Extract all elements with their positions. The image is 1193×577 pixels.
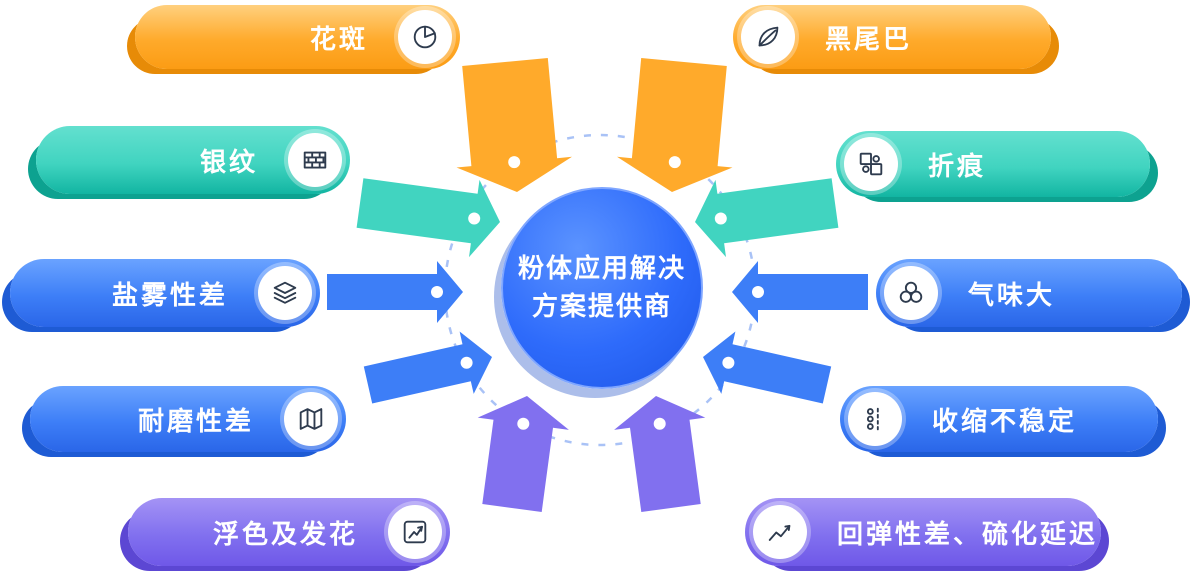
- arrow-blue-6: [363, 331, 492, 404]
- pill-label: 收缩不稳定: [932, 405, 1078, 436]
- shrink-icon: [848, 392, 902, 446]
- circles-icon: [884, 266, 938, 320]
- chart-icon: [753, 505, 807, 559]
- arrow-blue-4: [327, 261, 463, 323]
- pill-yanwu: 盐雾性差: [10, 259, 320, 327]
- pill-label: 折痕: [928, 150, 987, 181]
- arrow-node-dot: [653, 417, 666, 430]
- pill-naimo: 耐磨性差: [30, 386, 346, 452]
- pill-label: 花斑: [309, 23, 368, 54]
- arrow-node-dot: [714, 212, 727, 225]
- center-title-line1: 粉体应用解决: [517, 253, 686, 284]
- pill-label: 黑尾巴: [825, 23, 913, 54]
- arrow-node-dot: [722, 356, 735, 369]
- pie-chart-icon: [398, 10, 452, 64]
- arrow-purple-8: [477, 396, 569, 512]
- center-node: 粉体应用解决 方案提供商: [501, 187, 703, 389]
- arrow-node-dot: [752, 286, 764, 298]
- arrow-blue-5: [732, 261, 868, 323]
- pill-label: 浮色及发花: [212, 518, 358, 549]
- pill-zhehen: 折痕: [836, 131, 1150, 197]
- layers-icon: [258, 266, 312, 320]
- arrow-teal-2: [356, 178, 500, 258]
- arrow-purple-9: [614, 396, 706, 512]
- pill-heiweiba: 黑尾巴: [733, 5, 1051, 69]
- pill-label: 盐雾性差: [111, 279, 228, 310]
- trend-icon: [388, 505, 442, 559]
- center-title-line2: 方案提供商: [531, 291, 672, 321]
- map-icon: [284, 392, 338, 446]
- puzzle-icon: [844, 137, 898, 191]
- arrow-node-dot: [668, 156, 681, 169]
- pill-fuse: 浮色及发花: [128, 498, 450, 566]
- arrow-node-dot: [460, 356, 473, 369]
- arrow-node-dot: [431, 286, 443, 298]
- pill-label: 银纹: [199, 146, 258, 177]
- pill-label: 耐磨性差: [137, 405, 254, 436]
- arrow-node-dot: [517, 417, 530, 430]
- pill-label: 回弹性差、硫化延迟: [837, 518, 1099, 549]
- arrow-blue-7: [703, 331, 832, 404]
- pill-huitan: 回弹性差、硫化延迟: [745, 498, 1101, 566]
- bricks-icon: [288, 133, 342, 187]
- pill-huaban: 花斑: [135, 5, 460, 69]
- pill-label: 气味大: [968, 279, 1056, 310]
- pill-qiwei: 气味大: [876, 259, 1182, 327]
- arrow-node-dot: [508, 156, 521, 169]
- pill-shousuo: 收缩不稳定: [840, 386, 1158, 452]
- arrow-orange-0: [456, 58, 572, 192]
- arrow-teal-3: [695, 178, 839, 258]
- leaf-icon: [741, 10, 795, 64]
- arrow-orange-1: [617, 58, 733, 192]
- arrow-node-dot: [468, 212, 481, 225]
- pill-yinwen: 银纹: [36, 126, 350, 194]
